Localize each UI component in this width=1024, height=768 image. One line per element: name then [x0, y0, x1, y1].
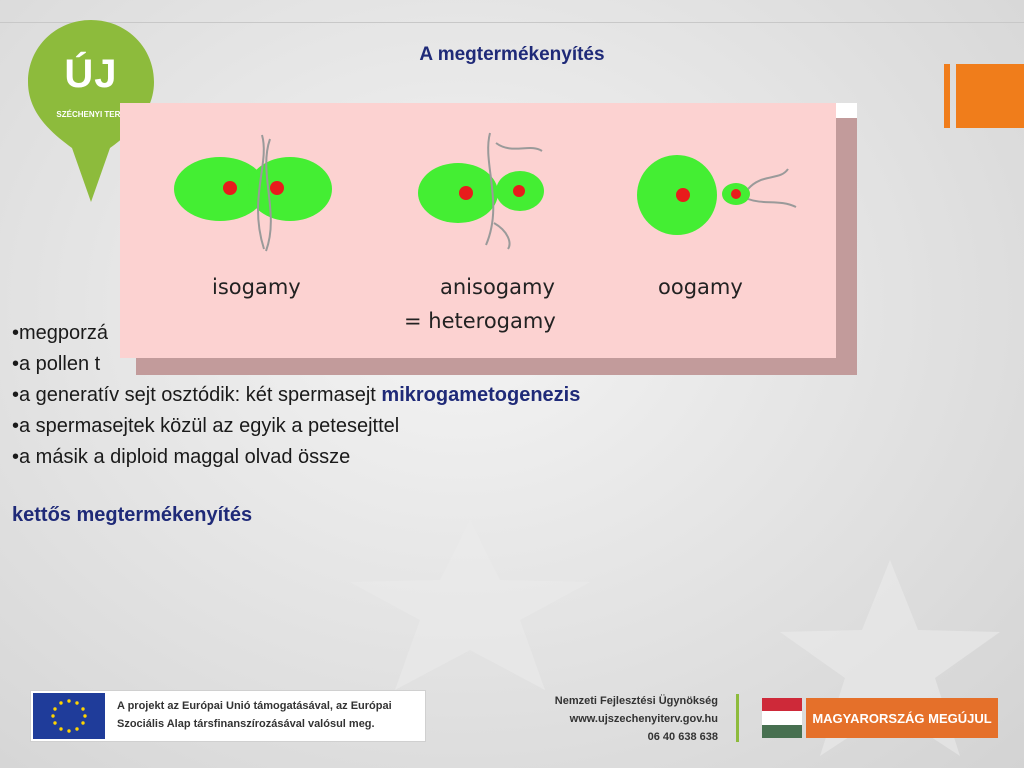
list-item: •a generatív sejt osztódik: két spermase… [12, 384, 581, 406]
gamy-figure: isogamy anisogamy = heterogamy oogamy [120, 103, 836, 358]
agency-info: Nemzeti Fejlesztési Ügynökség www.ujszec… [554, 695, 718, 743]
bullet-list: •megporzá •a pollen t •a generatív sejt … [12, 318, 772, 473]
eu-support-box: A projekt az Európai Unió támogatásával,… [30, 690, 426, 742]
eu-support-text: A projekt az Európai Unió támogatásával,… [117, 700, 392, 730]
list-item: •a pollen t [12, 353, 101, 375]
uj-szechenyi-terv-logo [28, 20, 154, 202]
magyarorszag-megujul-badge: MAGYARORSZÁG MEGÚJUL [806, 698, 998, 738]
list-item: •a másik a diploid maggal olvad össze [12, 446, 351, 468]
anisogamy-cells [418, 132, 544, 250]
eu-flag-icon [33, 693, 105, 739]
conclusion-text: kettős megtermékenyítés [12, 504, 253, 526]
logo-text: ÚJ [64, 52, 118, 96]
page-title: A megtermékenyítés [419, 44, 605, 65]
background-star-icon [350, 520, 590, 690]
footer-divider [736, 694, 739, 742]
logo-subtext: SZÉCHENYI TERV [56, 110, 126, 119]
list-item: •megporzá [12, 322, 108, 344]
background-star-icon [780, 560, 1000, 756]
list-item: •a spermasejtek közül az egyik a petesej… [12, 415, 400, 437]
orange-accent-bars [944, 64, 1024, 128]
label-oogamy: oogamy [658, 275, 743, 299]
label-anisogamy: anisogamy [440, 275, 555, 299]
isogamy-cells [174, 134, 332, 252]
oogamy-cells [637, 155, 797, 235]
footer: A projekt az Európai Unió támogatásával,… [0, 690, 1024, 768]
hungary-flag-icon [762, 698, 802, 738]
label-isogamy: isogamy [212, 275, 301, 299]
slide-frame [0, 22, 1024, 690]
label-heterogamy: = heterogamy [404, 309, 556, 333]
